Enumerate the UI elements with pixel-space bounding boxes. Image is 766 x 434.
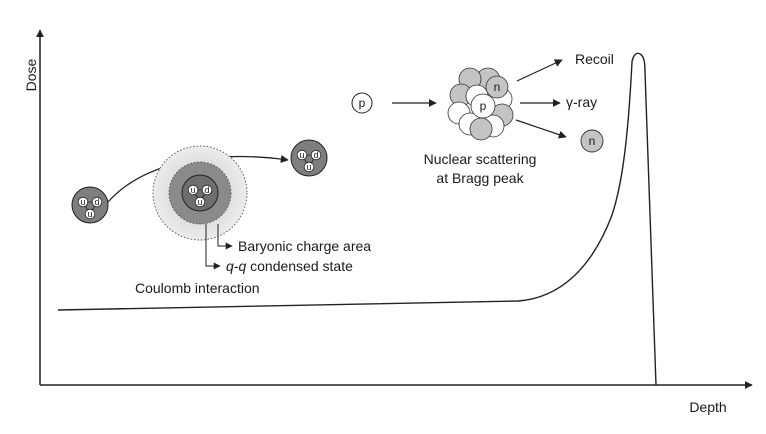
svg-text:n: n [589, 134, 596, 148]
nucleus-proton-label: p [480, 99, 487, 113]
quark-label: u [306, 162, 311, 172]
quark-label: u [87, 209, 92, 219]
dose-curve [57, 52, 657, 386]
baryonic-charge-label: Baryonic charge area [238, 238, 371, 254]
coulomb-label: Coulomb interaction [135, 280, 260, 296]
recoil-label: Recoil [575, 51, 614, 67]
quark-label: u [197, 197, 202, 207]
quark-label: u [190, 185, 195, 195]
emitted-neutron: n [580, 129, 604, 153]
y-axis-label: Dose [23, 58, 39, 91]
proton-right: u d u [290, 139, 328, 177]
nucleus-neutron-label: n [494, 80, 501, 94]
neutron-arrow [515, 119, 567, 139]
nuclear-scattering-label-line1: Nuclear scattering [424, 151, 537, 167]
svg-text:p: p [359, 96, 366, 110]
nucleus: p n [447, 67, 514, 141]
x-axis-label: Depth [689, 399, 726, 415]
callout-baryonic [217, 224, 233, 250]
nuclear-scattering-label-line2: at Bragg peak [436, 170, 524, 186]
proton-center: u d u [152, 145, 248, 241]
proton-left: u d u [71, 186, 109, 224]
incoming-proton: p [351, 92, 373, 114]
recoil-arrow [516, 59, 563, 82]
qq-condensed-label: q-q condensed state [226, 258, 353, 274]
quark-label: u [80, 197, 85, 207]
quark-label: d [204, 185, 209, 195]
gamma-label: γ-ray [566, 94, 597, 110]
quark-label: u [299, 150, 304, 160]
quark-label: d [313, 150, 318, 160]
quark-label: d [94, 197, 99, 207]
callout-qq [205, 224, 221, 270]
